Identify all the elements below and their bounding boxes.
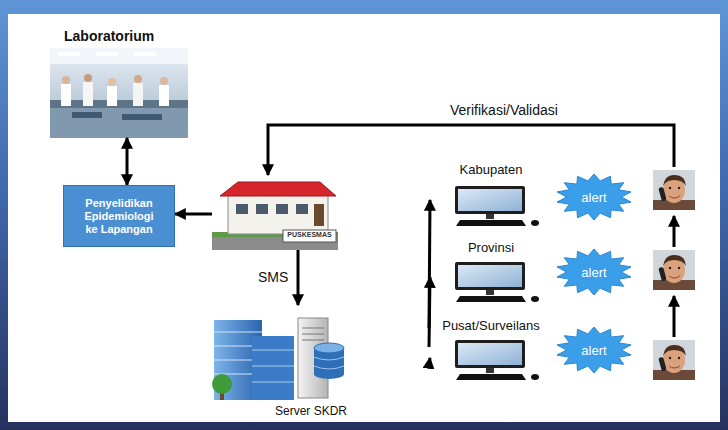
health-center-node: PUSKESMAS bbox=[212, 178, 338, 250]
escalation-arrows bbox=[268, 125, 674, 337]
server-building bbox=[212, 318, 344, 400]
level-label: Provinsi bbox=[430, 240, 552, 255]
node-heading: Laboratorium bbox=[64, 28, 218, 44]
person-photo bbox=[653, 250, 695, 290]
computer-node: Pusat/Surveilans bbox=[430, 318, 552, 382]
starburst-outline bbox=[557, 327, 631, 373]
alert-text: alert bbox=[581, 343, 606, 358]
computer-node: Provinsi bbox=[430, 240, 552, 304]
person-photo bbox=[653, 170, 695, 210]
alert-burst: alert bbox=[556, 327, 632, 373]
alert-burst: alert bbox=[556, 249, 632, 295]
computer-icon bbox=[455, 262, 539, 302]
starburst-outline bbox=[557, 249, 631, 295]
node-caption: Server SKDR bbox=[275, 404, 499, 418]
lab-photo bbox=[50, 48, 188, 138]
computer-icon bbox=[455, 340, 539, 380]
connector-arrow bbox=[126, 138, 129, 185]
level-label: Kabupaten bbox=[430, 162, 552, 177]
connector-arrow bbox=[297, 250, 300, 305]
connector-arrow bbox=[175, 213, 212, 216]
process-text: Penyelidikan Epidemiologi ke Lapangan bbox=[78, 197, 160, 236]
edge-label: SMS bbox=[258, 269, 288, 285]
starburst-outline bbox=[557, 174, 631, 220]
line-label: Verifikasi/Validasi bbox=[448, 102, 560, 118]
level-label: Pusat/Surveilans bbox=[430, 318, 552, 333]
process-box: Penyelidikan Epidemiologi ke Lapangan bbox=[63, 185, 175, 247]
computer-node: Kabupaten bbox=[430, 162, 552, 226]
alert-text: alert bbox=[581, 265, 606, 280]
alert-burst: alert bbox=[556, 174, 632, 220]
server-node: Server SKDR bbox=[205, 305, 429, 423]
alert-text: alert bbox=[581, 190, 606, 205]
connector-arrow bbox=[429, 358, 430, 365]
health-center-building bbox=[212, 182, 338, 250]
computer-icon bbox=[455, 186, 539, 226]
sign-text: PUSKESMAS bbox=[283, 231, 336, 238]
person-photo bbox=[653, 340, 695, 380]
connector-arrow bbox=[429, 277, 430, 347]
lab-node: Laboratorium bbox=[50, 28, 204, 138]
